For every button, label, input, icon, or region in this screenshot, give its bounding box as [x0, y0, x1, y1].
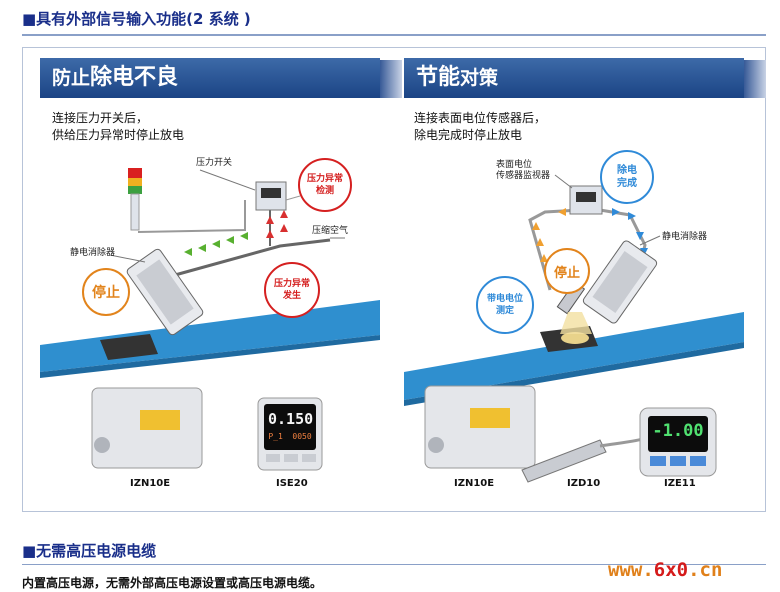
bubble-discharge-done: 除电 完成 [600, 150, 654, 204]
section-title-no-cable: ■无需高压电源电缆 [22, 542, 157, 560]
left-description: 连接压力开关后， 供给压力异常时停止放电 [52, 110, 184, 144]
product-izd10-icon [521, 428, 662, 483]
illustration-frame [22, 47, 766, 512]
right-desc-line1: 连接表面电位传感器后， [414, 111, 547, 125]
watermark-part-b: 6x0 [653, 559, 689, 581]
right-title-part1: 节能 [416, 65, 461, 90]
bubble-potential-measure: 带电电位 测定 [476, 276, 534, 334]
ionizer-left-icon [126, 248, 204, 336]
left-title-part2: 除电不良 [90, 65, 179, 90]
right-desc-line2: 除电完成时停止放电 [414, 128, 523, 142]
left-desc-line2: 供给压力异常时停止放电 [52, 128, 185, 142]
bubble-stop-left: 停止 [82, 268, 130, 316]
surface-potential-monitor-icon [569, 185, 603, 215]
product-ise20-icon [257, 397, 323, 471]
ise20-display-value: 0.150 [268, 410, 314, 428]
ionizer-right-icon [582, 240, 658, 324]
label-surface-monitor: 表面电位 传感器监视器 [496, 160, 551, 181]
panel-header-shade [742, 60, 766, 98]
panel-header-shade [378, 60, 402, 98]
product-izn10e-left-icon [91, 387, 203, 469]
section-title-external-input: ■具有外部信号输入功能(2 系统 ) [22, 10, 251, 28]
label-compressed-air: 压缩空气 [312, 226, 349, 236]
flow-arrows-green [184, 232, 248, 256]
right-description: 连接表面电位传感器后， 除电完成时停止放电 [414, 110, 546, 144]
section-divider [22, 34, 766, 36]
bubble-stop-right: 停止 [544, 248, 590, 294]
label-ionizer-right: 静电消除器 [662, 232, 708, 242]
left-panel-title: 防止除电不良 [40, 58, 380, 98]
signal-tower-icon [128, 168, 142, 231]
left-desc-line1: 连接压力开关后， [52, 111, 149, 125]
watermark-part-c: .cn [688, 559, 723, 581]
conveyor-belt-right [404, 312, 744, 400]
watermark: www.6x0.cn [608, 559, 722, 581]
flow-arrows-red [266, 210, 288, 238]
product-label-izn10e-right: IZN10E [454, 478, 495, 489]
label-pressure-switch: 压力开关 [196, 158, 233, 168]
right-panel-title: 节能对策 [404, 58, 744, 98]
workpiece-left [100, 334, 158, 360]
right-title-part2: 对策 [460, 67, 499, 89]
left-title-part1: 防止 [52, 67, 91, 89]
pressure-switch-icon [255, 181, 287, 211]
section-note: 内置高压电源，无需外部高压电源设置或高压电源电缆。 [22, 576, 323, 590]
product-izn10e-right-icon [424, 385, 536, 469]
ise20-display-sub: P_1 0050 [268, 432, 312, 441]
watermark-part-a: www. [608, 559, 654, 581]
air-tube-left [174, 238, 331, 277]
section-divider [22, 564, 766, 565]
product-label-ise20: ISE20 [276, 478, 308, 489]
bubble-pressure-detect: 压力异常 检测 [298, 158, 352, 212]
product-label-izn10e-left: IZN10E [130, 478, 171, 489]
bubble-pressure-occur: 压力异常 发生 [264, 262, 320, 318]
label-ionizer-left: 静电消除器 [70, 248, 116, 258]
product-label-ize11: IZE11 [664, 478, 696, 489]
product-ize11-icon [639, 407, 717, 477]
product-label-izd10: IZD10 [567, 478, 601, 489]
ize11-display-value: -1.00 [652, 421, 704, 441]
